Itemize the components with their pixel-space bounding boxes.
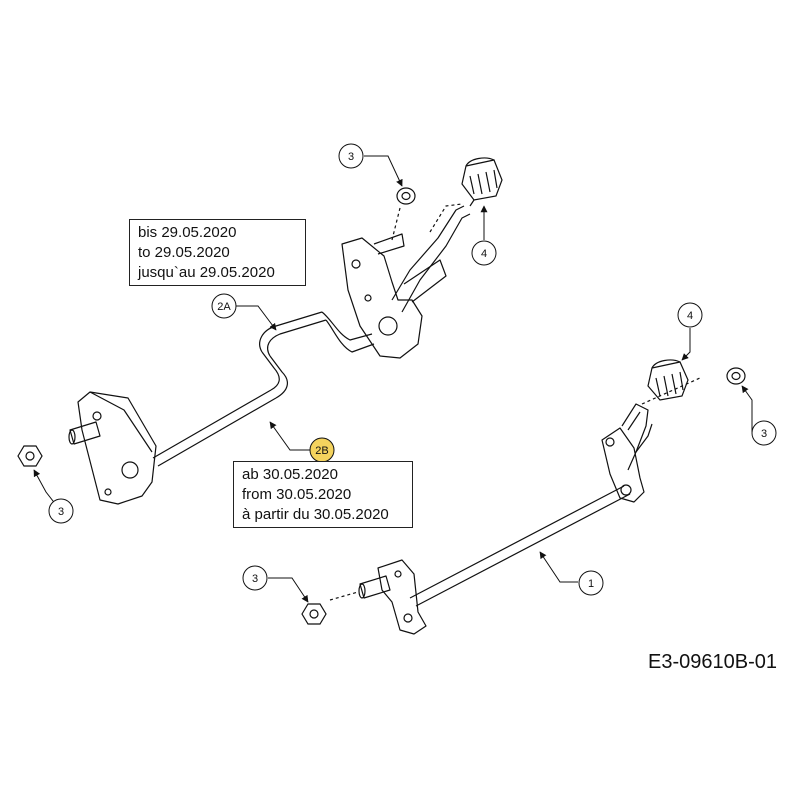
handle-knob-top [461, 157, 503, 207]
svg-text:3: 3 [761, 428, 767, 440]
note-from-line-1: ab 30.05.2020 [242, 466, 338, 483]
callout-4-right: 4 [677, 302, 703, 328]
svg-text:4: 4 [481, 248, 487, 260]
callout-2b: 2B [309, 437, 335, 463]
svg-text:3: 3 [348, 151, 354, 163]
note-valid-until: bis 29.05.2020 to 29.05.2020 jusqu`au 29… [129, 219, 306, 286]
note-until-line-3: jusqu`au 29.05.2020 [138, 264, 275, 281]
callout-4-top: 4 [471, 240, 497, 266]
svg-text:4: 4 [687, 310, 693, 322]
nut-bottom [301, 603, 327, 625]
note-from-line-3: à partir du 30.05.2020 [242, 506, 389, 523]
note-from-line-2: from 30.05.2020 [242, 486, 352, 503]
handle-knob-right [647, 359, 689, 401]
note-until-line-1: bis 29.05.2020 [138, 224, 237, 241]
note-until-line-2: to 29.05.2020 [138, 244, 230, 261]
callout-3-right: 3 [751, 420, 777, 446]
callout-2a: 2A [211, 293, 237, 319]
washer-right [726, 367, 746, 385]
callout-3-bottom: 3 [242, 565, 268, 591]
upper-axle-assembly [68, 203, 471, 505]
svg-text:1: 1 [588, 578, 594, 590]
svg-text:3: 3 [252, 573, 258, 585]
lower-axle-assembly [329, 377, 701, 635]
svg-text:3: 3 [58, 506, 64, 518]
callout-3-top: 3 [338, 143, 364, 169]
washer-top [391, 187, 416, 241]
svg-text:2A: 2A [217, 301, 231, 313]
svg-text:2B: 2B [315, 445, 328, 457]
drawing-number: E3-09610B-01 [648, 651, 777, 673]
callout-1: 1 [578, 570, 604, 596]
nut-left [17, 445, 43, 467]
note-valid-from: ab 30.05.2020 from 30.05.2020 à partir d… [233, 461, 413, 528]
callout-3-left: 3 [48, 498, 74, 524]
